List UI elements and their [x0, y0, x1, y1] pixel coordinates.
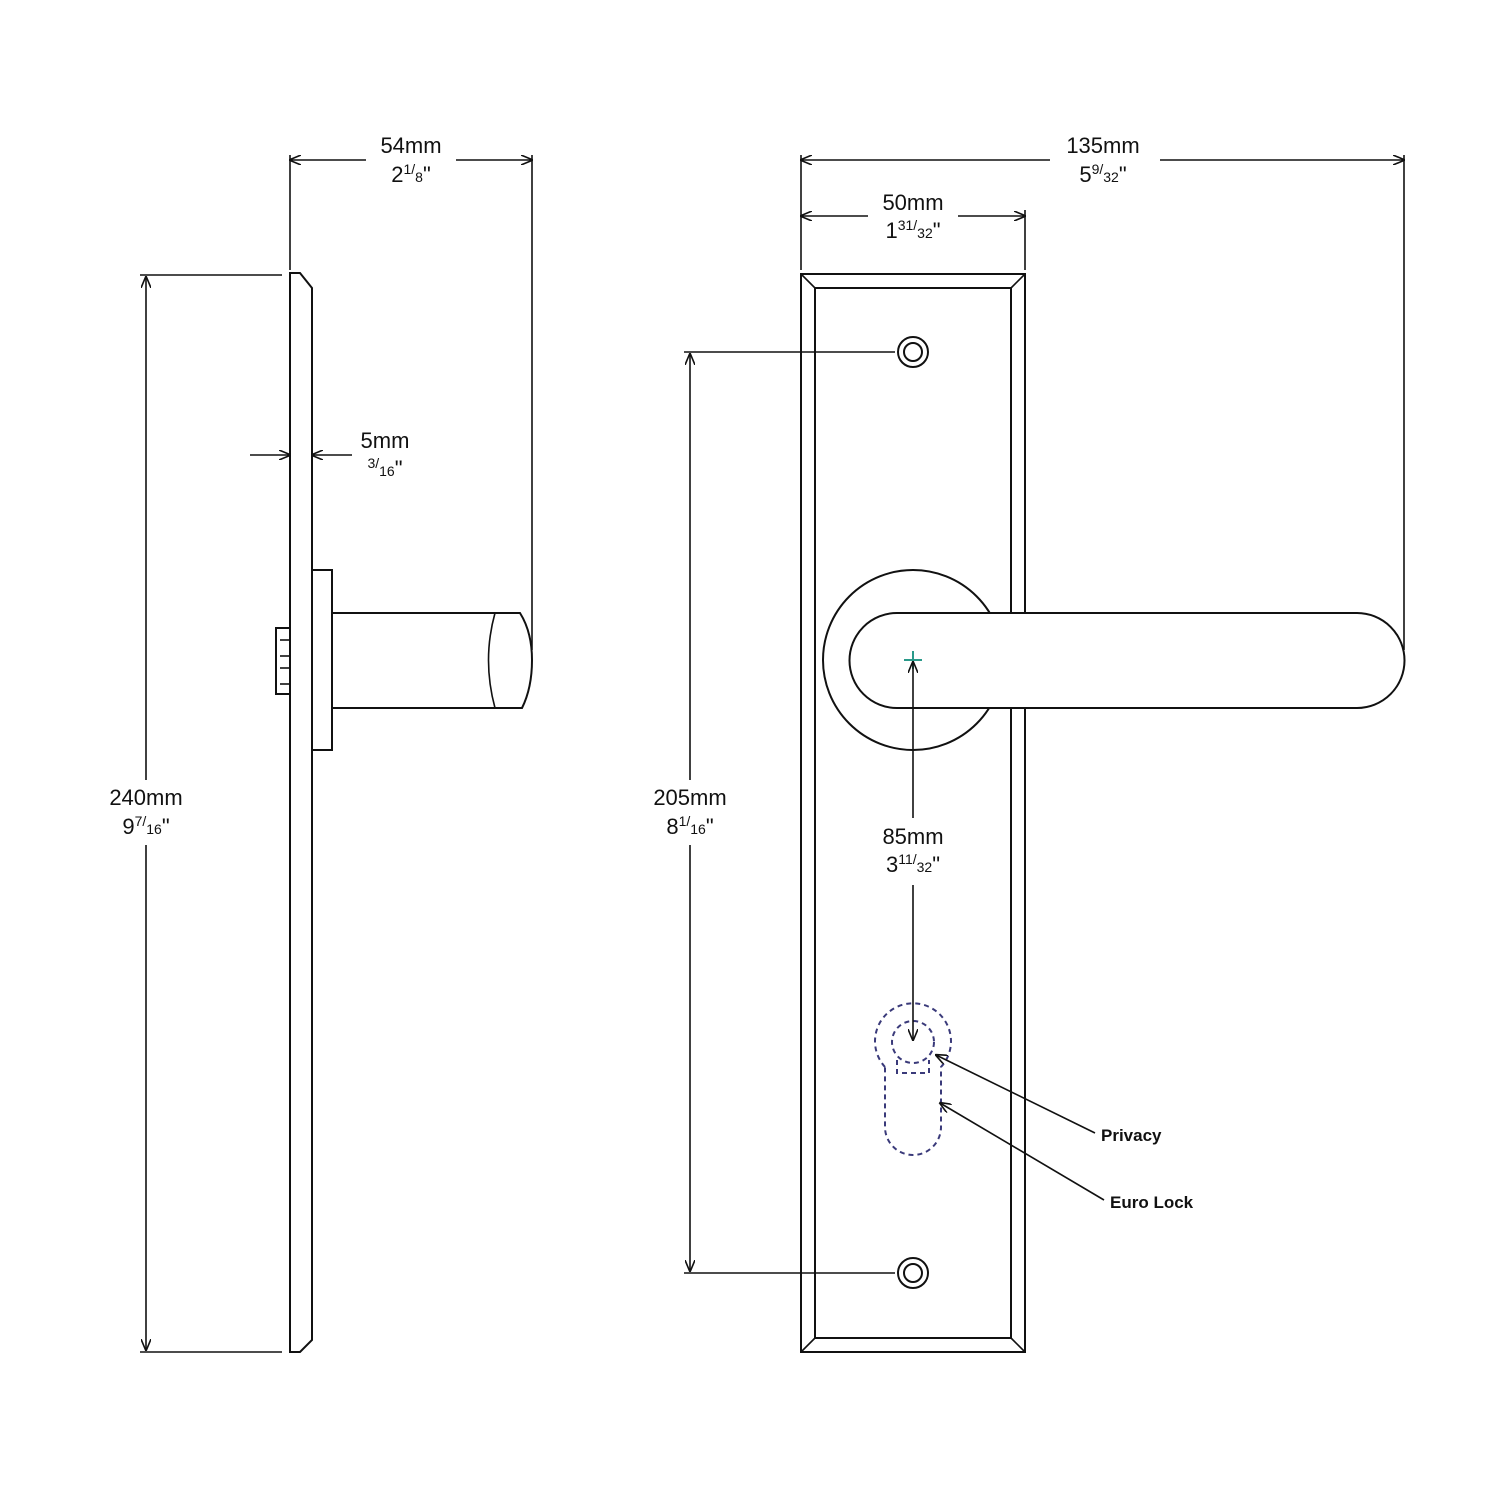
dim-total-width-imperial: 59/32" [1079, 161, 1126, 187]
dim-projection-metric: 54mm [380, 133, 441, 158]
euro-lock-cutout [874, 1002, 952, 1156]
dim-plate-width-metric: 50mm [882, 190, 943, 215]
dim-plate-width-imperial: 131/32" [885, 217, 940, 243]
euro-lock-leader [940, 1103, 1105, 1201]
dim-fixing-centres-metric: 205mm [653, 785, 726, 810]
dim-total-width-metric: 135mm [1066, 133, 1139, 158]
dim-backset-metric: 85mm [882, 824, 943, 849]
front-lever [848, 612, 1406, 709]
dim-height-imperial: 97/16" [122, 813, 169, 839]
dim-thickness-metric: 5mm [361, 428, 410, 453]
privacy-label: Privacy [1101, 1126, 1162, 1145]
front-backplate [800, 273, 1026, 1353]
dim-fixing-centres-imperial: 81/16" [666, 813, 713, 839]
side-spindle [275, 627, 291, 695]
side-backplate [289, 272, 313, 1353]
top-screw-hole [897, 336, 929, 368]
dim-height-metric: 240mm [109, 785, 182, 810]
privacy-leader [936, 1055, 1096, 1134]
front-view: 135mm 59/32" 50mm 131/32" 205mm 81/16" 8… [653, 133, 1406, 1353]
side-rose [311, 569, 333, 751]
dim-thickness-imperial: 3/16" [367, 455, 402, 481]
privacy-cutout [891, 1020, 935, 1064]
dim-projection-imperial: 21/8" [391, 161, 431, 187]
euro-lock-label: Euro Lock [1110, 1193, 1194, 1212]
front-backplate-bevel [814, 287, 1012, 1339]
side-view: 54mm 21/8" 240mm 97/16" 5mm 3/16" [109, 133, 534, 1353]
bottom-screw-hole [897, 1257, 929, 1289]
dim-backset-imperial: 311/32" [886, 851, 940, 877]
side-lever [332, 612, 534, 709]
